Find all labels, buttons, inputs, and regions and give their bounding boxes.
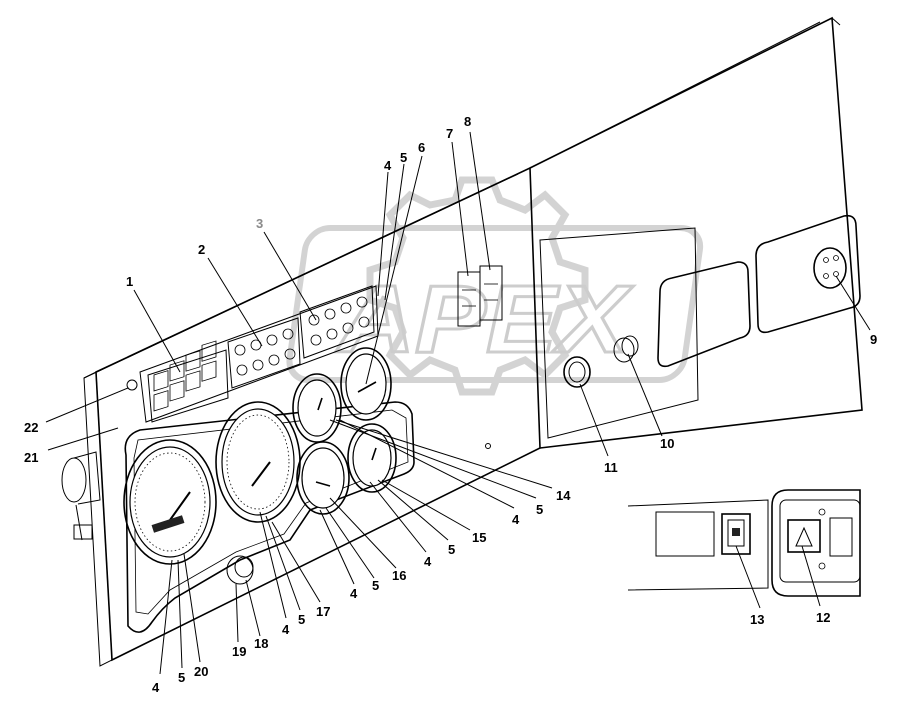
extension-plate bbox=[539, 227, 699, 439]
relay-block bbox=[457, 265, 503, 327]
watermark-frame bbox=[286, 225, 704, 383]
callout-5: 5 bbox=[400, 150, 407, 165]
callout-22: 22 bbox=[24, 420, 38, 435]
cluster-knob bbox=[226, 555, 254, 585]
extension-top-edge bbox=[529, 21, 821, 169]
gauge-tachometer bbox=[215, 401, 301, 523]
panel-extension bbox=[529, 16, 863, 449]
callout-14: 14 bbox=[556, 488, 571, 503]
cluster-recess-inner bbox=[133, 409, 409, 615]
callout-19: 19 bbox=[232, 644, 246, 659]
callout-5: 5 bbox=[178, 670, 185, 685]
callout-10: 10 bbox=[660, 436, 674, 451]
extension-cutout-2 bbox=[755, 214, 861, 334]
socket-9 bbox=[813, 247, 847, 289]
callout-labels: 1 2 3 4 5 6 7 8 9 10 11 12 13 14 5 4 15 … bbox=[24, 114, 877, 695]
callout-6: 6 bbox=[418, 140, 425, 155]
callout-4: 4 bbox=[424, 554, 432, 569]
panel-hole bbox=[485, 443, 491, 449]
callout-8: 8 bbox=[464, 114, 471, 129]
extension-corner bbox=[831, 17, 841, 26]
gauge-cluster-recess bbox=[124, 401, 415, 633]
leader-lines bbox=[45, 131, 871, 675]
gauge-small-1 bbox=[296, 441, 350, 515]
inset-12 bbox=[771, 489, 861, 597]
callout-2: 2 bbox=[198, 242, 205, 257]
switch-block-2 bbox=[227, 317, 301, 389]
switch-block-1 bbox=[147, 340, 229, 423]
callout-3: 3 bbox=[256, 216, 263, 231]
callout-21: 21 bbox=[24, 450, 38, 465]
inset-13 bbox=[627, 499, 769, 591]
callout-4: 4 bbox=[384, 158, 392, 173]
switch-block-3 bbox=[299, 285, 375, 359]
callout-18: 18 bbox=[254, 636, 268, 651]
gauge-small-2 bbox=[347, 423, 397, 493]
gauge-small-3 bbox=[292, 373, 342, 443]
mounting-hole bbox=[126, 379, 138, 391]
gauge-speedometer bbox=[123, 439, 217, 565]
switch-11 bbox=[563, 356, 591, 388]
callout-11: 11 bbox=[604, 460, 618, 475]
callout-15: 15 bbox=[472, 530, 486, 545]
callout-4: 4 bbox=[512, 512, 520, 527]
callout-13: 13 bbox=[750, 612, 764, 627]
callout-17: 17 bbox=[316, 604, 330, 619]
callout-4: 4 bbox=[350, 586, 358, 601]
relay-8 bbox=[479, 265, 503, 321]
main-panel bbox=[83, 16, 863, 667]
callout-12: 12 bbox=[816, 610, 830, 625]
callout-5: 5 bbox=[448, 542, 455, 557]
panel-top-edge bbox=[83, 173, 519, 379]
callout-5: 5 bbox=[536, 502, 543, 517]
callout-5: 5 bbox=[298, 612, 305, 627]
watermark: APEX bbox=[286, 176, 704, 396]
callout-9: 9 bbox=[870, 332, 877, 347]
button-10 bbox=[613, 335, 639, 363]
callout-5: 5 bbox=[372, 578, 379, 593]
callout-4: 4 bbox=[152, 680, 160, 695]
callout-4: 4 bbox=[282, 622, 290, 637]
callout-7: 7 bbox=[446, 126, 453, 141]
callout-1: 1 bbox=[126, 274, 133, 289]
panel-left-edge bbox=[83, 371, 113, 667]
extension-cutout-1 bbox=[657, 261, 751, 368]
callout-16: 16 bbox=[392, 568, 406, 583]
rear-connector bbox=[61, 451, 101, 541]
callout-20: 20 bbox=[194, 664, 208, 679]
